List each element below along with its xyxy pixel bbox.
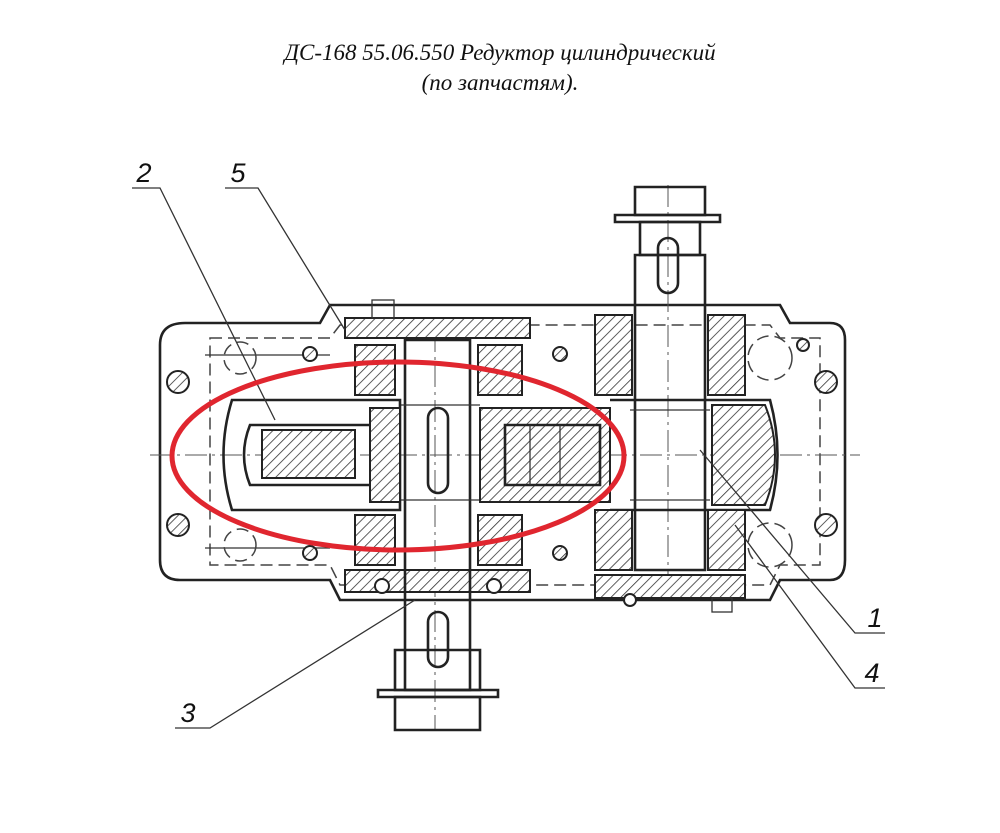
bolt-right-top — [814, 370, 838, 394]
title-line-2: (по запчастям). — [421, 70, 579, 95]
mounting-bolts — [166, 335, 838, 568]
bolt-left-top — [166, 370, 190, 394]
title-line-1: ДС-168 55.06.550 Редуктор цилиндрический — [284, 40, 716, 65]
bolt-left-bottom — [166, 513, 190, 537]
shaft-assembly-1 — [594, 185, 776, 613]
bolt-right-bottom — [814, 513, 838, 537]
leader-lines — [132, 187, 885, 729]
callout-5: 5 — [230, 158, 246, 188]
callout-1: 1 — [867, 603, 882, 633]
shaft-assembly-3 — [344, 299, 531, 732]
callout-3: 3 — [180, 698, 195, 728]
callout-4: 4 — [864, 658, 879, 688]
highlight-ellipse — [169, 359, 627, 553]
drawing-title: ДС-168 55.06.550 Редуктор цилиндрический… — [0, 38, 1000, 98]
gear-2 — [222, 398, 779, 512]
callout-2: 2 — [135, 158, 151, 188]
